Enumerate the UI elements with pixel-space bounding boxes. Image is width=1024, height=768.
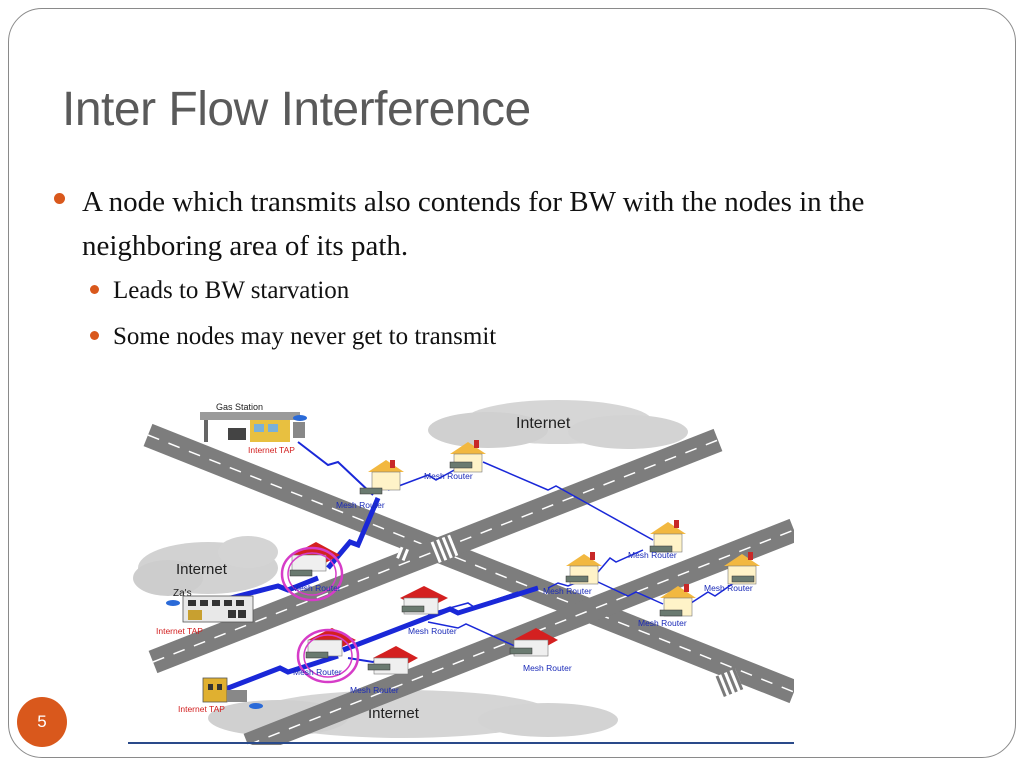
bullet-dot <box>90 331 99 340</box>
bullet-dot <box>54 193 65 204</box>
mesh-router-node: Mesh Router <box>336 460 404 510</box>
sub-bullet-text: Leads to BW starvation <box>113 277 350 304</box>
mesh-router-node: Mesh Router <box>638 584 696 628</box>
mesh-router-node: Mesh Router <box>350 646 418 695</box>
cloud-label: Internet <box>516 415 571 432</box>
mesh-router-node: Mesh Router <box>543 552 602 596</box>
bullet-dot <box>90 285 99 294</box>
bullet-item: A node which transmits also contends for… <box>52 180 952 268</box>
mesh-router-label: Mesh Router <box>704 583 753 593</box>
mesh-router-node: Mesh Router <box>704 552 760 593</box>
mesh-router-node-highlighted: Mesh Router <box>293 628 360 684</box>
mesh-router-label: Mesh Router <box>543 586 592 596</box>
mesh-router-label: Mesh Router <box>350 685 399 695</box>
internet-tap-label: Internet TAP <box>178 704 225 714</box>
store-label: Za's <box>173 588 192 599</box>
internet-tap-label: Internet TAP <box>156 626 203 636</box>
mesh-router-label: Mesh Router <box>293 667 342 677</box>
mesh-router-node: Mesh Router <box>424 440 486 481</box>
tap-building: Internet TAP <box>178 677 263 714</box>
mesh-router-node: Mesh Router <box>509 628 572 673</box>
slide-title: Inter Flow Interference <box>62 83 531 136</box>
diagram-svg: Internet Internet Internet <box>128 400 794 745</box>
sub-bullet-item: Leads to BW starvation <box>85 268 952 314</box>
internet-tap-label: Internet TAP <box>248 445 295 455</box>
cloud-label: Internet <box>368 705 420 722</box>
bullet-list: A node which transmits also contends for… <box>52 180 952 360</box>
slide-number: 5 <box>17 697 67 747</box>
store-building: Za's Internet TAP <box>156 588 254 636</box>
mesh-router-label: Mesh Router <box>336 500 385 510</box>
sub-bullet-text: Some nodes may never get to transmit <box>113 323 497 350</box>
mesh-router-label: Mesh Router <box>292 583 341 593</box>
gas-station: Gas Station Internet TAP <box>200 402 307 455</box>
mesh-router-label: Mesh Router <box>424 471 473 481</box>
mesh-router-label: Mesh Router <box>523 663 572 673</box>
mesh-router-node: Mesh Router <box>400 586 457 636</box>
mesh-router-label: Mesh Router <box>628 550 677 560</box>
internet-cloud-left: Internet <box>133 536 278 596</box>
mesh-router-node: Mesh Router <box>628 520 686 560</box>
internet-cloud-top: Internet <box>428 400 688 449</box>
mesh-router-node-highlighted: Mesh Router <box>280 542 344 602</box>
mesh-router-label: Mesh Router <box>638 618 687 628</box>
bullet-text: A node which transmits also contends for… <box>82 186 865 262</box>
cloud-label: Internet <box>176 561 228 578</box>
mesh-router-label: Mesh Router <box>408 626 457 636</box>
mesh-network-diagram: Internet Internet Internet <box>128 400 794 745</box>
sub-bullet-item: Some nodes may never get to transmit <box>85 314 952 360</box>
gas-station-label: Gas Station <box>216 402 263 412</box>
